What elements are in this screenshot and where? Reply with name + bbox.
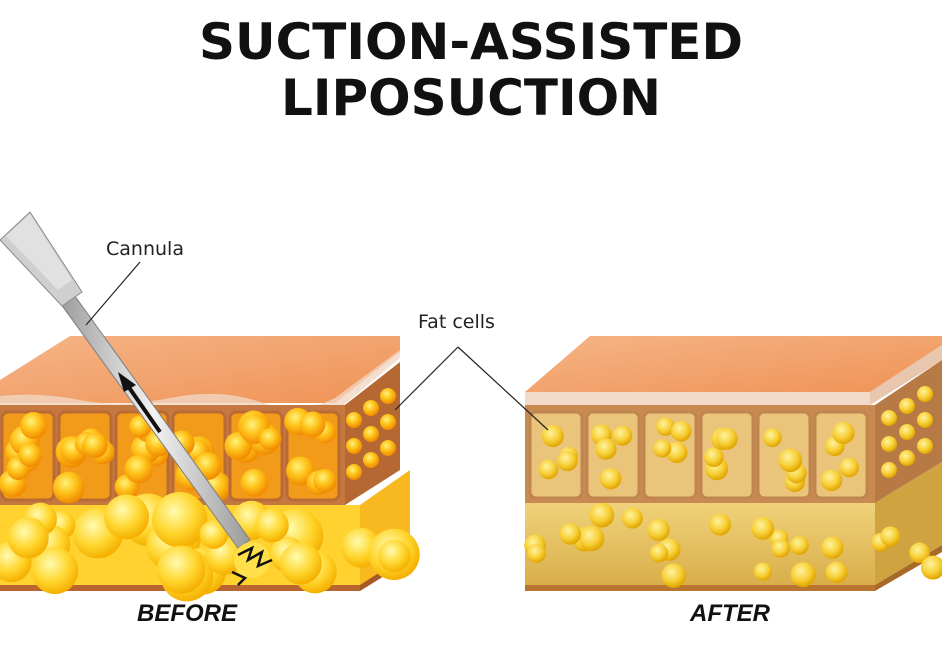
cannula-tip-burst bbox=[231, 542, 273, 586]
fat-cell bbox=[299, 411, 326, 438]
fat-globule bbox=[647, 518, 670, 542]
fat-globule bbox=[255, 508, 289, 543]
fat-cells-label: Fat cells bbox=[418, 311, 495, 333]
fat-globule bbox=[880, 526, 901, 547]
fat-cell bbox=[715, 427, 738, 450]
after-fat-cells bbox=[528, 386, 933, 500]
fat-globule bbox=[821, 536, 844, 559]
fat-cell bbox=[124, 454, 154, 484]
fat-cell bbox=[82, 432, 108, 459]
fat-cell bbox=[346, 412, 362, 428]
fat-globule bbox=[279, 542, 322, 585]
fat-globule bbox=[790, 562, 816, 588]
fat-globule bbox=[578, 525, 605, 552]
title-line-2: LIPOSUCTION bbox=[281, 69, 661, 127]
fat-cell bbox=[595, 438, 617, 460]
before-skin-surface bbox=[0, 336, 400, 403]
fat-cell bbox=[599, 467, 622, 490]
fat-cell bbox=[380, 388, 396, 404]
fat-globule bbox=[157, 545, 206, 594]
fat-globule bbox=[378, 539, 411, 573]
fat-globule bbox=[825, 561, 848, 584]
fat-globule bbox=[589, 502, 615, 528]
fat-cell bbox=[820, 469, 843, 492]
before-fat-cells bbox=[0, 388, 396, 504]
fat-globule bbox=[527, 544, 546, 563]
fat-cell bbox=[670, 421, 692, 442]
fat-cell bbox=[380, 414, 396, 430]
fat-cells-leader-line-right bbox=[457, 346, 549, 431]
fat-cell bbox=[18, 443, 43, 467]
fat-cell bbox=[313, 468, 337, 493]
fat-cell bbox=[363, 452, 379, 468]
fat-cell bbox=[612, 425, 633, 446]
fat-cells-leader-line-left bbox=[394, 346, 459, 411]
fat-globule bbox=[661, 563, 686, 588]
fat-cell bbox=[899, 398, 915, 414]
fat-cell bbox=[363, 426, 379, 442]
fat-cell bbox=[839, 457, 859, 478]
fat-globule bbox=[920, 555, 942, 580]
fat-cell bbox=[52, 471, 85, 504]
fat-cell bbox=[881, 410, 897, 426]
fat-globule bbox=[751, 517, 775, 540]
fat-cell bbox=[832, 421, 855, 445]
after-caption: AFTER bbox=[690, 600, 770, 627]
fat-cell bbox=[380, 440, 396, 456]
before-caption: BEFORE bbox=[137, 600, 238, 627]
fat-cell bbox=[346, 464, 362, 480]
fat-cell bbox=[240, 468, 269, 497]
fat-globule bbox=[789, 536, 809, 555]
fat-cell bbox=[917, 438, 933, 454]
after-deep-fat-globules bbox=[524, 502, 942, 588]
fat-cell bbox=[899, 424, 915, 440]
fat-globule bbox=[199, 520, 229, 549]
fat-cell bbox=[666, 441, 688, 464]
cannula-label: Cannula bbox=[106, 238, 184, 260]
fat-globule bbox=[31, 547, 79, 595]
fat-cell bbox=[20, 412, 48, 440]
fat-cell bbox=[899, 450, 915, 466]
fat-cell bbox=[881, 436, 897, 452]
suction-arrow-icon bbox=[126, 384, 162, 434]
fat-cell bbox=[346, 438, 362, 454]
fat-cell bbox=[881, 462, 897, 478]
fat-cell bbox=[557, 450, 578, 472]
fat-cell bbox=[656, 417, 675, 436]
fat-globule bbox=[622, 507, 643, 529]
fat-globule bbox=[7, 517, 49, 559]
fat-globule bbox=[909, 542, 930, 564]
cannula-instrument bbox=[0, 211, 273, 586]
fat-cell bbox=[917, 412, 933, 428]
fat-globule bbox=[753, 562, 773, 581]
fat-cell bbox=[363, 400, 379, 416]
fat-cell bbox=[763, 428, 782, 448]
fat-globule bbox=[771, 539, 790, 558]
fat-globule bbox=[649, 543, 669, 563]
before-deep-fat-globules bbox=[0, 492, 420, 602]
title-line-1: SUCTION-ASSISTED bbox=[199, 13, 743, 71]
fat-globule bbox=[559, 523, 582, 545]
cannula-leader-line bbox=[85, 261, 141, 326]
after-skin-surface bbox=[525, 336, 942, 392]
fat-globule bbox=[709, 513, 732, 536]
before-skin-edge bbox=[0, 350, 400, 409]
fat-globule bbox=[104, 494, 149, 540]
fat-cell bbox=[653, 439, 672, 458]
fat-cell bbox=[703, 447, 724, 468]
fat-cell bbox=[259, 427, 282, 451]
fat-globule bbox=[152, 492, 208, 548]
fat-cell bbox=[917, 386, 933, 402]
fat-cell bbox=[538, 459, 559, 480]
fat-cell bbox=[541, 425, 564, 448]
fat-cell bbox=[778, 448, 803, 473]
